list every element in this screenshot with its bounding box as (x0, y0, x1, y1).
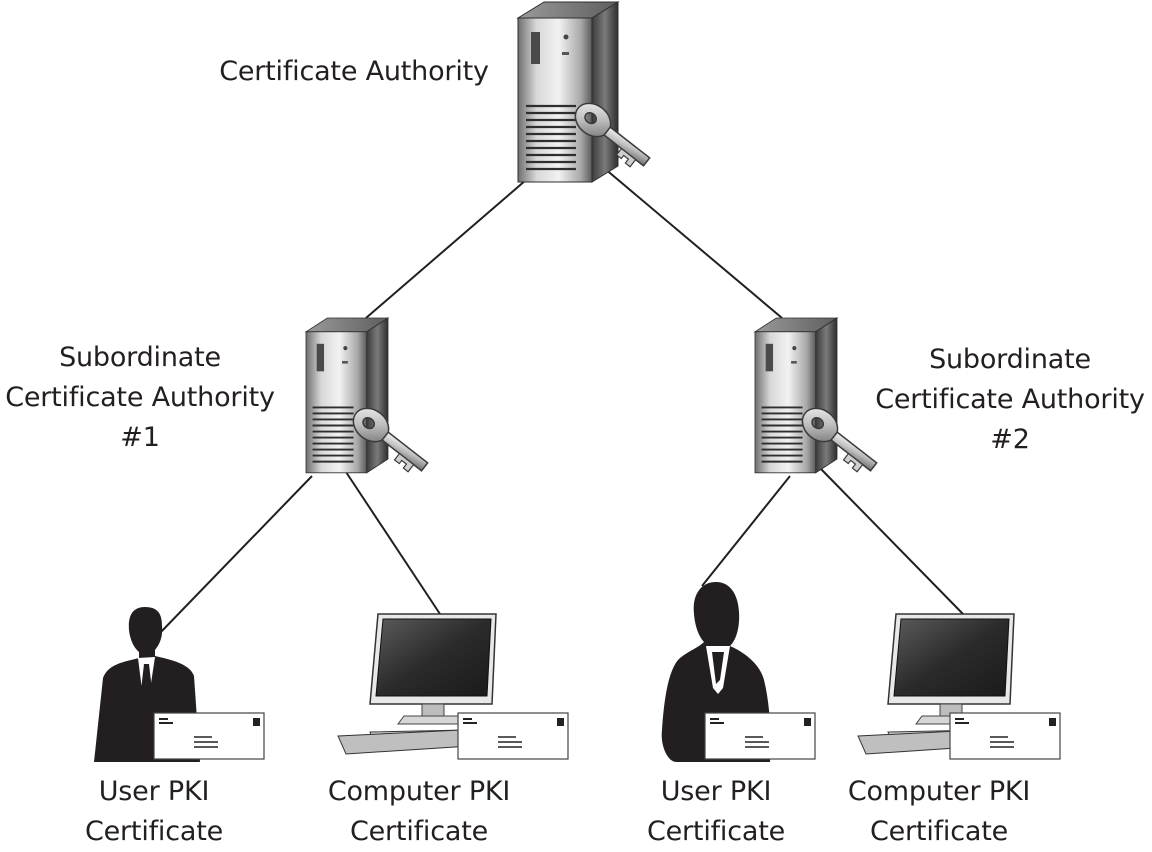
user-node-2 (661, 582, 816, 762)
keyboard-icon (337, 729, 471, 755)
computer-certificate-2-label: Computer PKI Certificate (826, 772, 1052, 852)
user-certificate-1-label: User PKI Certificate (56, 772, 252, 852)
connector-root-sub1 (365, 179, 527, 319)
user-certificate-1-label-line2: Certificate (84, 816, 224, 847)
computer-certificate-1-label-line1: Computer PKI (327, 776, 511, 807)
user-certificate-2-label-line1: User PKI (660, 776, 772, 807)
user-certificate-2-label-line2: Certificate (646, 816, 786, 847)
subordinate-ca-1-label-line3: #1 (120, 422, 160, 453)
user-certificate-1-label-line1: User PKI (98, 776, 210, 807)
computer-certificate-2-label-line2: Certificate (869, 816, 1009, 847)
subordinate-ca-1-label-line2: Certificate Authority (5, 382, 275, 413)
user-node-1 (94, 607, 265, 762)
subordinate-ca-2-label-line1: Subordinate (929, 344, 1091, 375)
root-ca-label: Certificate Authority (196, 52, 512, 92)
server-icon (305, 317, 389, 474)
envelope-icon (457, 712, 569, 760)
subordinate-ca-1-label-line1: Subordinate (59, 342, 221, 373)
envelope-icon (949, 712, 1061, 760)
computer-node-1 (337, 613, 569, 760)
connector-root-sub2 (603, 167, 783, 319)
server-icon (516, 0, 620, 184)
root-ca-label-text: Certificate Authority (219, 56, 489, 87)
connector-lines (158, 167, 964, 635)
connector-sub1-computer (345, 471, 441, 615)
computer-node-2 (857, 613, 1061, 760)
subordinate-ca-2-label: Subordinate Certificate Authority #2 (860, 340, 1152, 460)
server-icon (754, 317, 838, 474)
connector-sub2-user (701, 475, 791, 587)
subordinate-ca-1-node (305, 317, 435, 480)
connector-sub1-user (158, 475, 313, 635)
subordinate-ca-1-label: Subordinate Certificate Authority #1 (0, 338, 294, 458)
connector-sub2-computer (819, 467, 964, 615)
envelope-icon (153, 712, 265, 760)
root-ca-node (516, 0, 657, 184)
computer-certificate-2-label-line1: Computer PKI (847, 776, 1031, 807)
user-certificate-2-label: User PKI Certificate (618, 772, 814, 852)
computer-certificate-1-label: Computer PKI Certificate (306, 772, 532, 852)
computer-certificate-1-label-line2: Certificate (349, 816, 489, 847)
envelope-icon (704, 712, 816, 760)
subordinate-ca-2-label-line2: Certificate Authority (875, 384, 1145, 415)
subordinate-ca-2-label-line3: #2 (990, 424, 1030, 455)
